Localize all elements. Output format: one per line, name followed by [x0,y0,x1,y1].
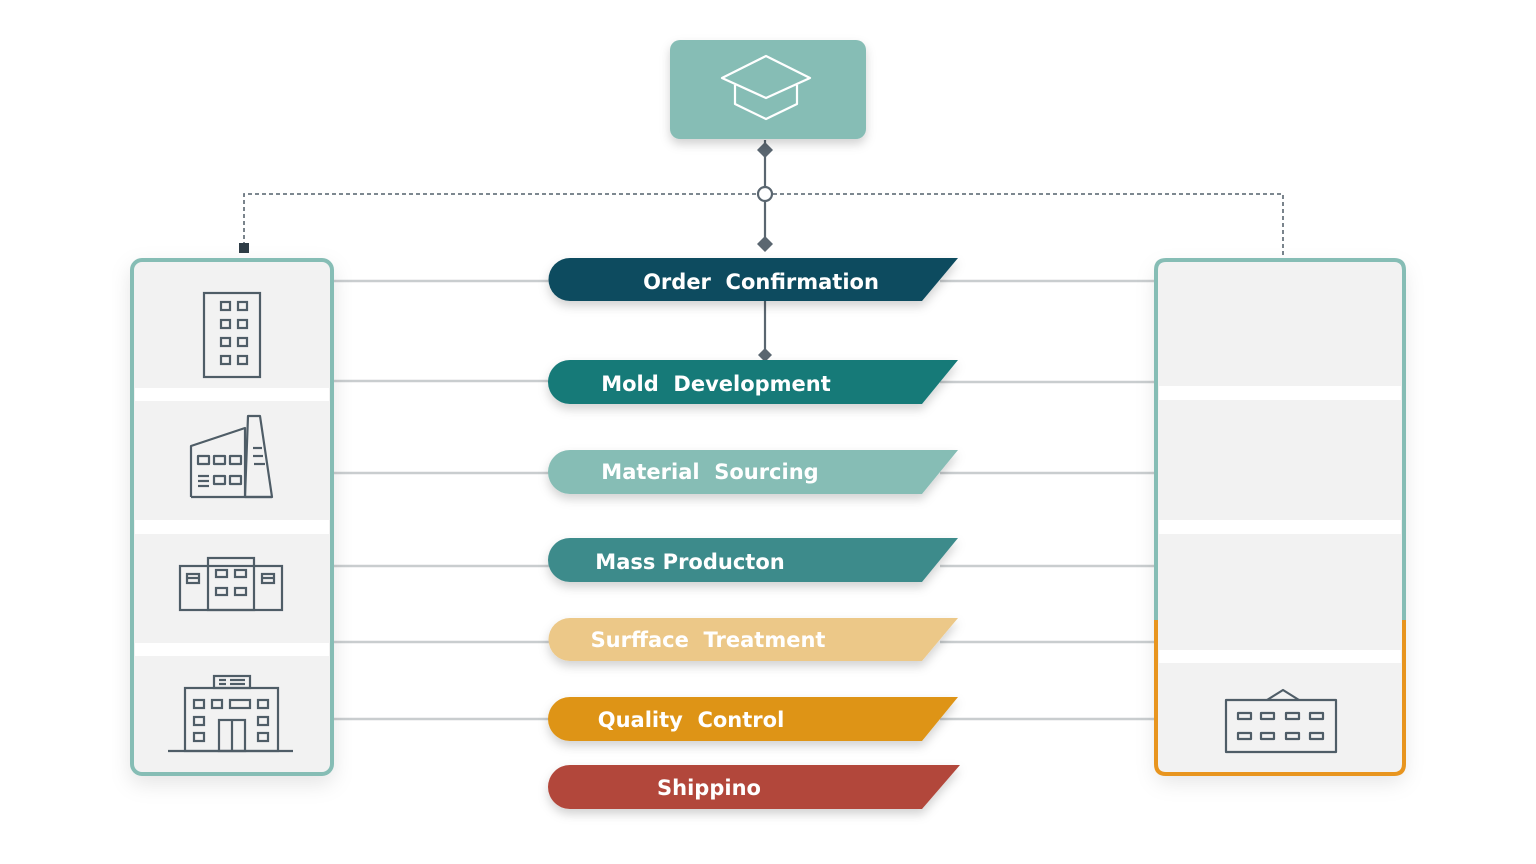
route-end-square [239,243,249,253]
panel-divider [135,643,329,656]
panel-divider [1159,386,1401,400]
panel-divider [135,520,329,534]
right-panel-border-teal [1154,258,1406,620]
spine-diamond [758,348,772,362]
step-label: Quality Control [598,708,785,732]
right-panel-border-highlight [1154,620,1406,776]
step-label: Mass Producton [595,550,784,574]
step-label: Shippino [657,776,761,800]
step-label: Order Confirmation [643,270,879,294]
step-banner [548,360,958,404]
spine-junction [756,185,774,203]
step-label: Material Sourcing [601,460,818,484]
office-building-icon [202,291,262,379]
step-banner [548,258,958,301]
step-surface-treatment: Surfface Treatment [548,618,958,661]
step-banner [548,538,958,582]
panel-divider [1159,650,1401,663]
step-mass-production: Mass Producton [548,538,958,582]
spine-diamond [757,142,773,158]
step-shipping: Shippino [548,765,960,809]
warehouse-icon [178,556,284,612]
panel-divider [1159,520,1401,534]
step-material-sourcing: Material Sourcing [548,450,958,494]
step-banner [548,618,958,661]
right-panel [1154,258,1406,776]
step-label: Surfface Treatment [591,628,826,652]
left-panel [130,258,334,776]
top-node [670,40,866,139]
step-banner [548,765,960,809]
step-label: Mold Development [601,372,831,396]
graduation-cap-icon [720,54,812,121]
step-quality-control: Quality Control [548,697,958,741]
headquarters-building-icon [168,674,293,753]
step-banner [548,697,958,741]
horizontal-connectors [333,279,1156,721]
step-mold-development: Mold Development [548,360,958,404]
step-banner [548,450,958,494]
panel-divider [135,388,329,401]
spine-diamond [757,236,773,252]
factory-icon [189,414,274,499]
warehouse-icon [1224,688,1338,754]
step-order-confirmation: Order Confirmation [548,258,958,301]
